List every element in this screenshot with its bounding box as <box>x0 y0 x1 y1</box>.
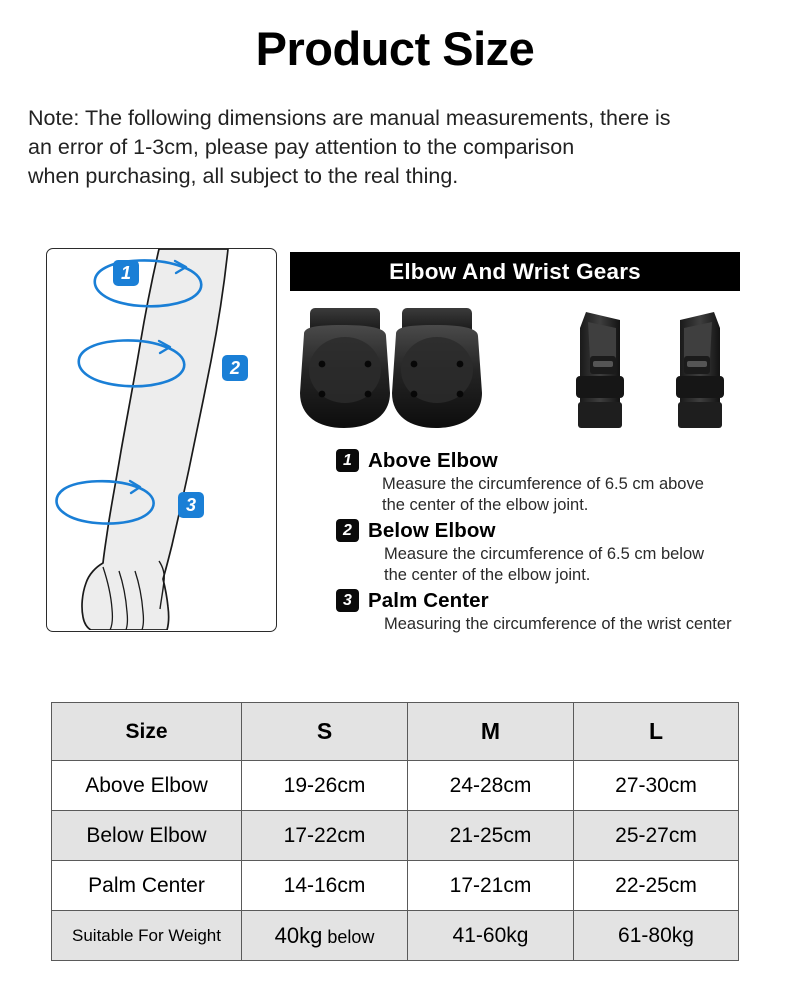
page-title: Product Size <box>255 22 535 75</box>
diagram-marker-3: 3 <box>178 492 204 518</box>
cell-below-elbow-s: 17-22cm <box>241 810 408 861</box>
measurement-desc-1: Measure the circumference of 6.5 cm abov… <box>382 475 704 514</box>
cell-below-elbow-l: 25-27cm <box>573 810 739 861</box>
list-badge-3: 3 <box>336 589 359 612</box>
cell-palm-center-m: 17-21cm <box>407 860 574 911</box>
cell-weight-s-value: 40kg <box>274 922 323 948</box>
table-header-l: L <box>573 702 739 761</box>
measurement-heading-3: 3 Palm Center <box>336 587 790 614</box>
measurement-title-3: Palm Center <box>368 588 489 612</box>
row-label-above-elbow: Above Elbow <box>51 760 242 811</box>
measurement-item-3: 3 Palm Center Measuring the circumferenc… <box>336 587 790 635</box>
wrist-guard-left <box>576 312 624 428</box>
list-badge-1: 1 <box>336 449 359 472</box>
measurement-heading-2: 2 Below Elbow <box>336 517 790 544</box>
table-row: Suitable For Weight 40kg below 41-60kg 6… <box>51 910 739 961</box>
table-row: Above Elbow 19-26cm 24-28cm 27-30cm <box>51 760 739 811</box>
table-header-size: Size <box>51 702 242 761</box>
note-text: Note: The following dimensions are manua… <box>28 106 671 188</box>
measurement-title-2: Below Elbow <box>368 518 496 542</box>
row-label-below-elbow: Below Elbow <box>51 810 242 861</box>
product-photos <box>290 298 740 438</box>
row-label-suitable-for-weight: Suitable For Weight <box>51 910 242 961</box>
size-table: Size S M L Above Elbow 19-26cm 24-28cm 2… <box>51 702 739 961</box>
cell-palm-center-s: 14-16cm <box>241 860 408 911</box>
wrist-guard-right <box>676 312 724 428</box>
diagram-marker-2: 2 <box>222 355 248 381</box>
table-header-m: M <box>407 702 574 761</box>
row-label-palm-center: Palm Center <box>51 860 242 911</box>
cell-above-elbow-l: 27-30cm <box>573 760 739 811</box>
cell-weight-l: 61-80kg <box>573 910 739 961</box>
table-row: Palm Center 14-16cm 17-21cm 22-25cm <box>51 860 739 911</box>
cell-weight-s: 40kg below <box>241 910 408 961</box>
cell-weight-m: 41-60kg <box>407 910 574 961</box>
table-header-s: S <box>241 702 408 761</box>
elbow-pad-left <box>300 308 390 428</box>
cell-above-elbow-s: 19-26cm <box>241 760 408 811</box>
cell-below-elbow-m: 21-25cm <box>407 810 574 861</box>
measurement-instructions: 1 Above Elbow Measure the circumference … <box>336 447 790 636</box>
measurement-item-2: 2 Below Elbow Measure the circumference … <box>336 517 790 586</box>
protective-gear-photos <box>300 308 724 428</box>
cell-weight-s-qualifier: below <box>322 926 375 947</box>
measurement-item-1: 1 Above Elbow Measure the circumference … <box>336 447 790 516</box>
cell-above-elbow-m: 24-28cm <box>407 760 574 811</box>
measurement-heading-1: 1 Above Elbow <box>336 447 790 474</box>
table-header-row: Size S M L <box>51 702 739 761</box>
table-row: Below Elbow 17-22cm 21-25cm 25-27cm <box>51 810 739 861</box>
measurement-desc-3: Measuring the circumference of the wrist… <box>384 615 732 633</box>
section-banner: Elbow And Wrist Gears <box>290 252 740 291</box>
measurement-title-1: Above Elbow <box>368 448 498 472</box>
measurement-desc-2: Measure the circumference of 6.5 cm belo… <box>384 545 705 584</box>
cell-palm-center-l: 22-25cm <box>573 860 739 911</box>
arm-diagram-panel <box>46 248 277 632</box>
arm-illustration <box>55 249 229 630</box>
diagram-marker-1: 1 <box>113 260 139 286</box>
list-badge-2: 2 <box>336 519 359 542</box>
elbow-pad-right <box>392 308 482 428</box>
